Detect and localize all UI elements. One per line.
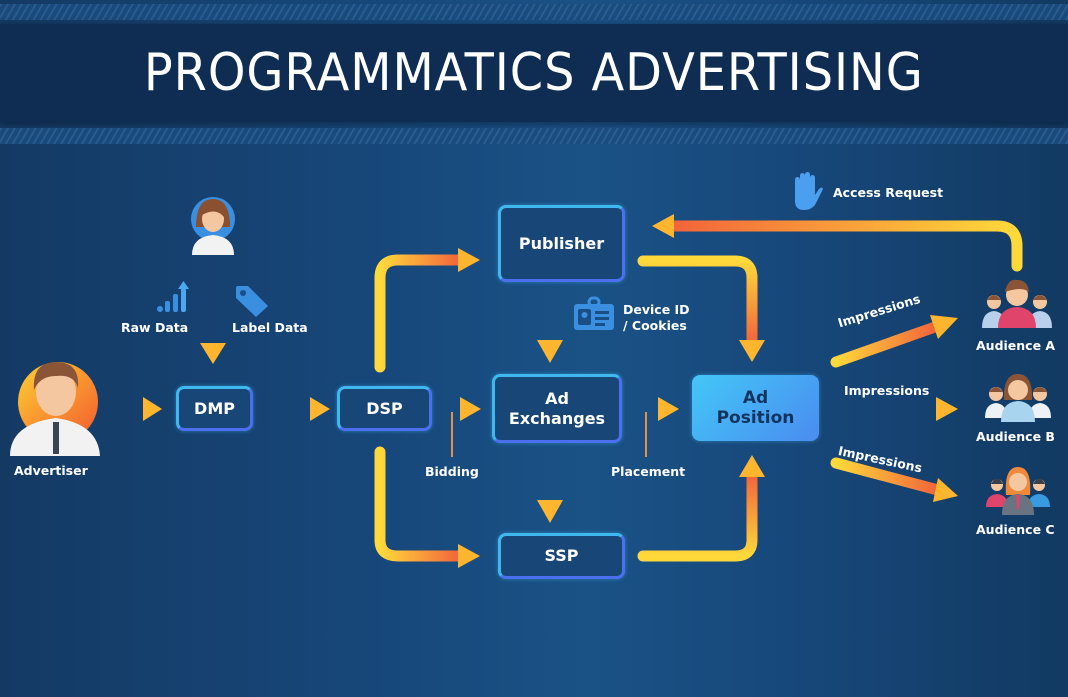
impressions-b-label: Impressions bbox=[844, 383, 930, 398]
id-card-icon bbox=[574, 296, 614, 330]
arrow-dsp-to-ssp bbox=[374, 446, 466, 562]
title-banner: PROGRAMMATICS ADVERTISING bbox=[0, 24, 1068, 122]
arrowhead-adexchanges-to-adposition bbox=[658, 397, 679, 421]
label-data-label: Label Data bbox=[232, 320, 308, 335]
arrow-ssp-to-adposition bbox=[637, 469, 758, 562]
dsp-label: DSP bbox=[366, 398, 403, 418]
tag-icon bbox=[236, 286, 268, 317]
arrowhead-dsp-to-publisher bbox=[458, 248, 480, 272]
dsp-node: DSP bbox=[337, 386, 432, 431]
access-request-label: Access Request bbox=[833, 185, 944, 200]
audience-a-label: Audience A bbox=[976, 338, 1056, 353]
device-id-label-line1: Device ID bbox=[623, 302, 690, 317]
ad-position-label-line2: Position bbox=[716, 408, 795, 428]
publisher-node: Publisher bbox=[498, 205, 625, 282]
audience-c-icon bbox=[986, 467, 1050, 515]
arrowhead-advertiser-to-dmp bbox=[143, 397, 162, 421]
ad-exchanges-label-line1: Ad bbox=[545, 388, 569, 408]
placement-label: Placement bbox=[611, 464, 686, 479]
arrowhead-impressions-a bbox=[930, 315, 958, 339]
data-user-avatar bbox=[191, 197, 235, 255]
ad-position-node: Ad Position bbox=[692, 375, 819, 441]
publisher-label: Publisher bbox=[518, 233, 605, 253]
audience-b-label: Audience B bbox=[976, 429, 1055, 444]
arrow-impressions-a bbox=[830, 321, 941, 368]
arrowhead-dsp-to-adexchanges bbox=[460, 397, 481, 421]
top-stripe bbox=[0, 4, 1068, 20]
arrow-dsp-to-publisher bbox=[374, 254, 466, 373]
arrowhead-user-to-dmp bbox=[200, 343, 226, 364]
ad-exchanges-label-line2: Exchanges bbox=[508, 408, 606, 428]
audience-a-icon bbox=[982, 279, 1052, 328]
arrowhead-publisher-to-adexchanges bbox=[537, 340, 563, 363]
arrowhead-impressions-b bbox=[936, 397, 958, 421]
arrowhead-ssp-to-adposition bbox=[739, 455, 765, 477]
ssp-node: SSP bbox=[498, 533, 625, 579]
dmp-node: DMP bbox=[176, 386, 253, 431]
arrowhead-dsp-to-ssp bbox=[458, 544, 480, 568]
bar-chart-up-icon bbox=[157, 281, 189, 312]
arrow-access-request bbox=[666, 220, 1023, 272]
arrowhead-adexchanges-to-ssp bbox=[537, 500, 563, 523]
ssp-label: SSP bbox=[544, 546, 579, 565]
device-id-label-line2: / Cookies bbox=[623, 318, 687, 333]
ad-position-label-line1: Ad bbox=[742, 388, 769, 408]
audience-b-icon bbox=[985, 374, 1051, 422]
arrowhead-access-request bbox=[652, 214, 674, 238]
bidding-label: Bidding bbox=[425, 464, 479, 479]
ad-exchanges-node: Ad Exchanges bbox=[492, 374, 622, 443]
bottom-stripe bbox=[0, 128, 1068, 144]
page-title: PROGRAMMATICS ADVERTISING bbox=[144, 43, 924, 103]
arrowhead-dmp-to-dsp bbox=[310, 397, 330, 421]
arrow-publisher-to-adposition bbox=[637, 255, 758, 348]
arrow-impressions-c bbox=[830, 457, 944, 496]
audience-c-label: Audience C bbox=[976, 522, 1055, 537]
advertiser-label: Advertiser bbox=[14, 463, 88, 478]
raw-data-label: Raw Data bbox=[121, 320, 189, 335]
dmp-label: DMP bbox=[194, 398, 235, 418]
hand-stop-icon bbox=[795, 172, 823, 210]
arrowhead-publisher-to-adposition bbox=[739, 340, 765, 362]
advertiser-avatar bbox=[10, 362, 100, 456]
arrowhead-impressions-c bbox=[933, 478, 958, 502]
